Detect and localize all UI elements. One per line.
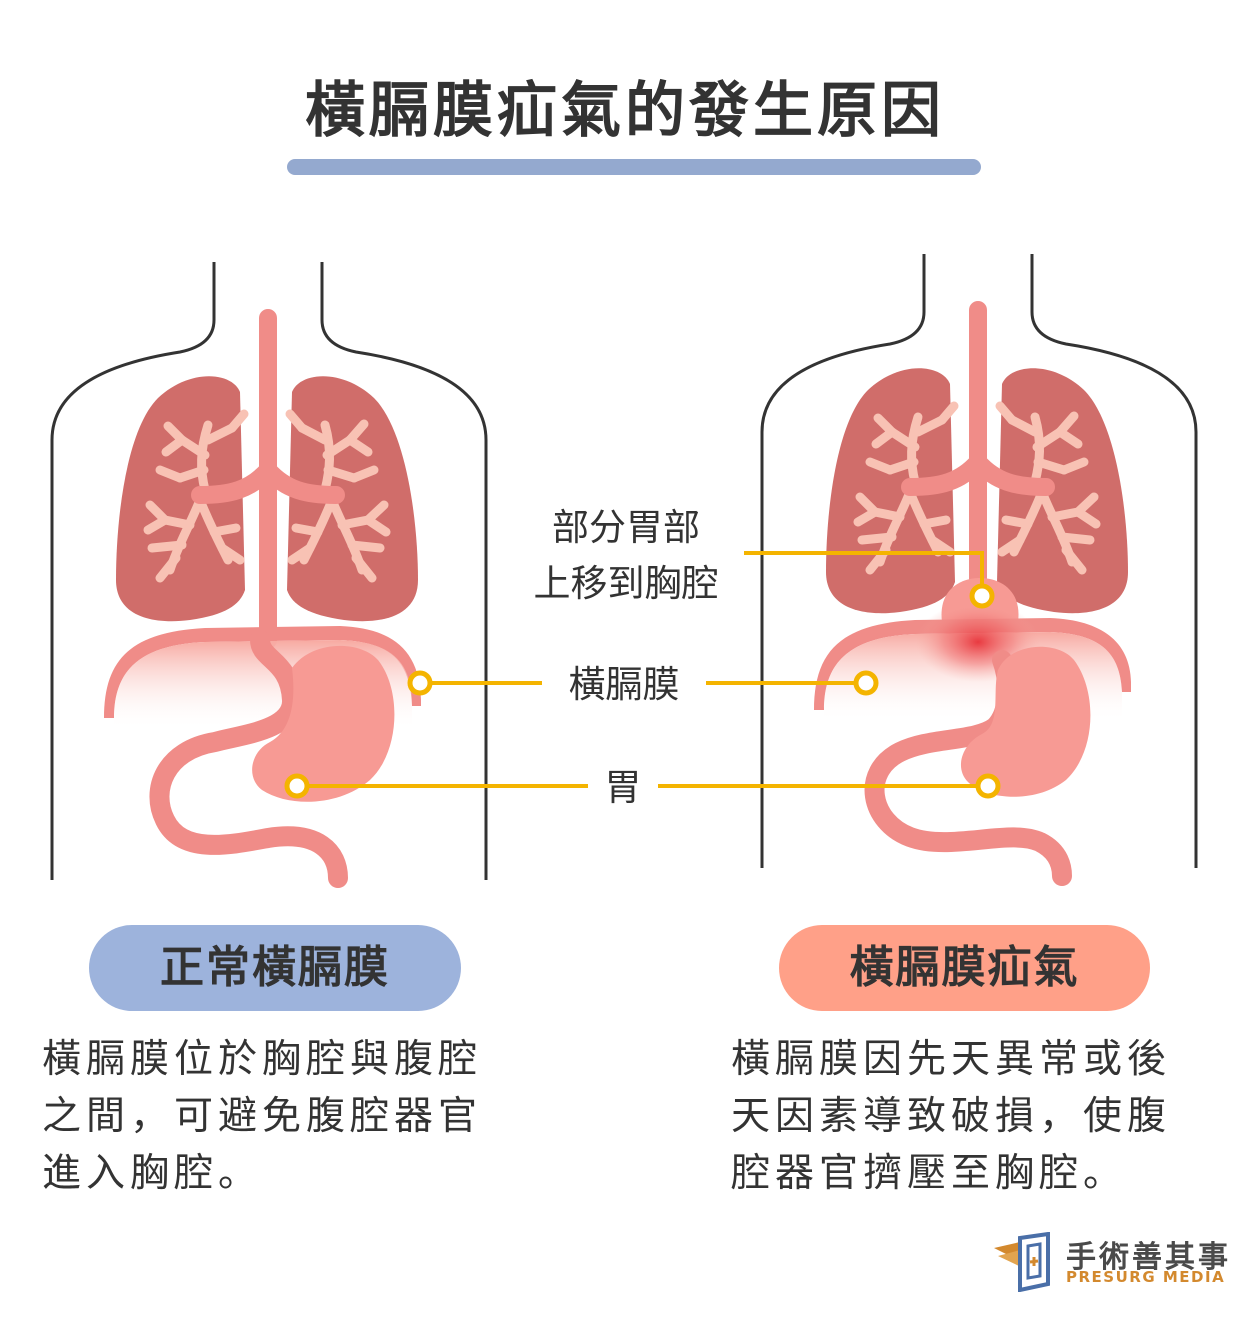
stomach-left: [149, 630, 348, 888]
label-stomach: 胃: [605, 766, 642, 809]
pointer-lines: [307, 551, 984, 788]
stomach-body-left: [252, 645, 395, 802]
hernia-desc-line: 腔器官擠壓至胸腔。: [731, 1151, 1128, 1196]
body-outline-left: [50, 262, 488, 880]
normal-description: 橫膈膜位於胸腔與腹腔 之間，可避免腹腔器官 進入胸腔。: [42, 1031, 522, 1202]
diaphragmatic-hernia-pill: 橫膈膜疝氣: [779, 925, 1150, 1011]
normal-desc-line: 進入胸腔。: [42, 1151, 263, 1196]
presurg-logo-icon: [994, 1232, 1050, 1292]
hernia-description: 橫膈膜因先天異常或後 天因素導致破損，使腹 腔器官擠壓至胸腔。: [731, 1031, 1211, 1202]
hernia-desc-line: 天因素導致破損，使腹: [731, 1094, 1172, 1139]
body-outline-right: [760, 254, 1198, 868]
hernia-pointer-line: [744, 551, 984, 586]
normal-desc-line: 橫膈膜位於胸腔與腹腔: [42, 1037, 483, 1082]
diaphragm-pointer-dot-right: [853, 670, 879, 696]
hernia-anatomy: [760, 254, 1198, 886]
normal-anatomy: [50, 262, 488, 888]
diaphragm-pointer-dot-left: [407, 670, 433, 696]
stomach-body-right: [960, 646, 1091, 797]
label-diaphragm: 橫膈膜: [569, 663, 680, 706]
diaphragm-diagram: 部分胃部 上移到胸腔 橫膈膜 胃: [50, 254, 1198, 888]
normal-desc-line: 之間，可避免腹腔器官: [42, 1094, 483, 1139]
title-underline: [287, 159, 981, 175]
logo-chinese-name: 手術善其事: [1066, 1240, 1231, 1275]
hernia-desc-line: 橫膈膜因先天異常或後: [731, 1037, 1172, 1082]
stomach-pointer-dot-left: [284, 773, 310, 799]
label-stomach-moved-1: 部分胃部: [552, 506, 700, 549]
normal-diaphragm-pill: 正常橫膈膜: [89, 925, 461, 1011]
label-stomach-moved-2: 上移到胸腔: [534, 562, 719, 605]
stomach-pointer-dot-right: [975, 773, 1001, 799]
logo-english-name: PRESURG MEDIA: [1066, 1268, 1226, 1286]
page-title: 橫膈膜疝氣的發生原因: [305, 76, 945, 146]
hernia-pointer-dot: [969, 583, 995, 609]
